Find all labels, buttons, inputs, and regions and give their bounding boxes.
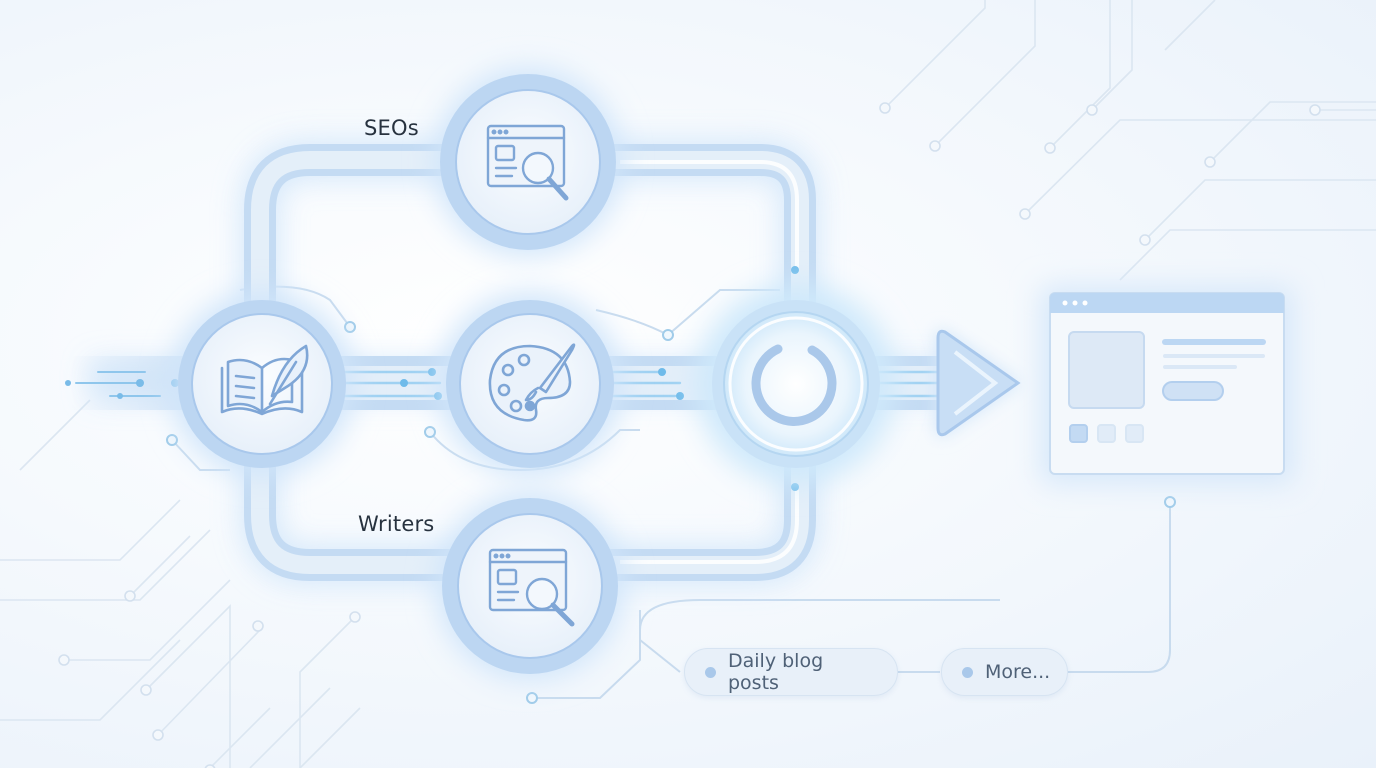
output-window[interactable] [1040,286,1294,484]
node-seos[interactable] [434,68,622,256]
pill-label: Daily blog posts [728,650,824,694]
pill-dot-icon [705,666,716,678]
palette-brush-icon [488,343,576,422]
node-loader[interactable] [696,284,896,484]
label-seos: SEOs [364,116,419,140]
node-writers[interactable] [436,492,624,680]
browser-search-icon [486,124,569,201]
node-palette[interactable] [438,292,622,476]
pill-more[interactable]: More... [941,648,1068,696]
window-controls [1062,300,1088,306]
window-text-lines [1162,339,1266,369]
pill-daily-blog-posts[interactable]: Daily blog posts [684,648,898,696]
pill-dot-icon [962,666,973,678]
window-image-placeholder [1068,331,1145,409]
loop-track [244,144,816,581]
node-book[interactable] [170,292,354,476]
thin-connectors [171,285,1171,699]
circuit-nodes [58,102,1321,768]
loading-ring-icon [751,344,837,426]
browser-search-icon [488,548,575,627]
label-writers: Writers [358,512,435,536]
thin-connector-dots [166,321,1176,704]
pill-label: More... [985,661,1051,683]
book-feather-icon [220,344,309,416]
output-arrow [935,329,1022,437]
window-squares [1069,424,1144,443]
window-button [1162,381,1224,401]
